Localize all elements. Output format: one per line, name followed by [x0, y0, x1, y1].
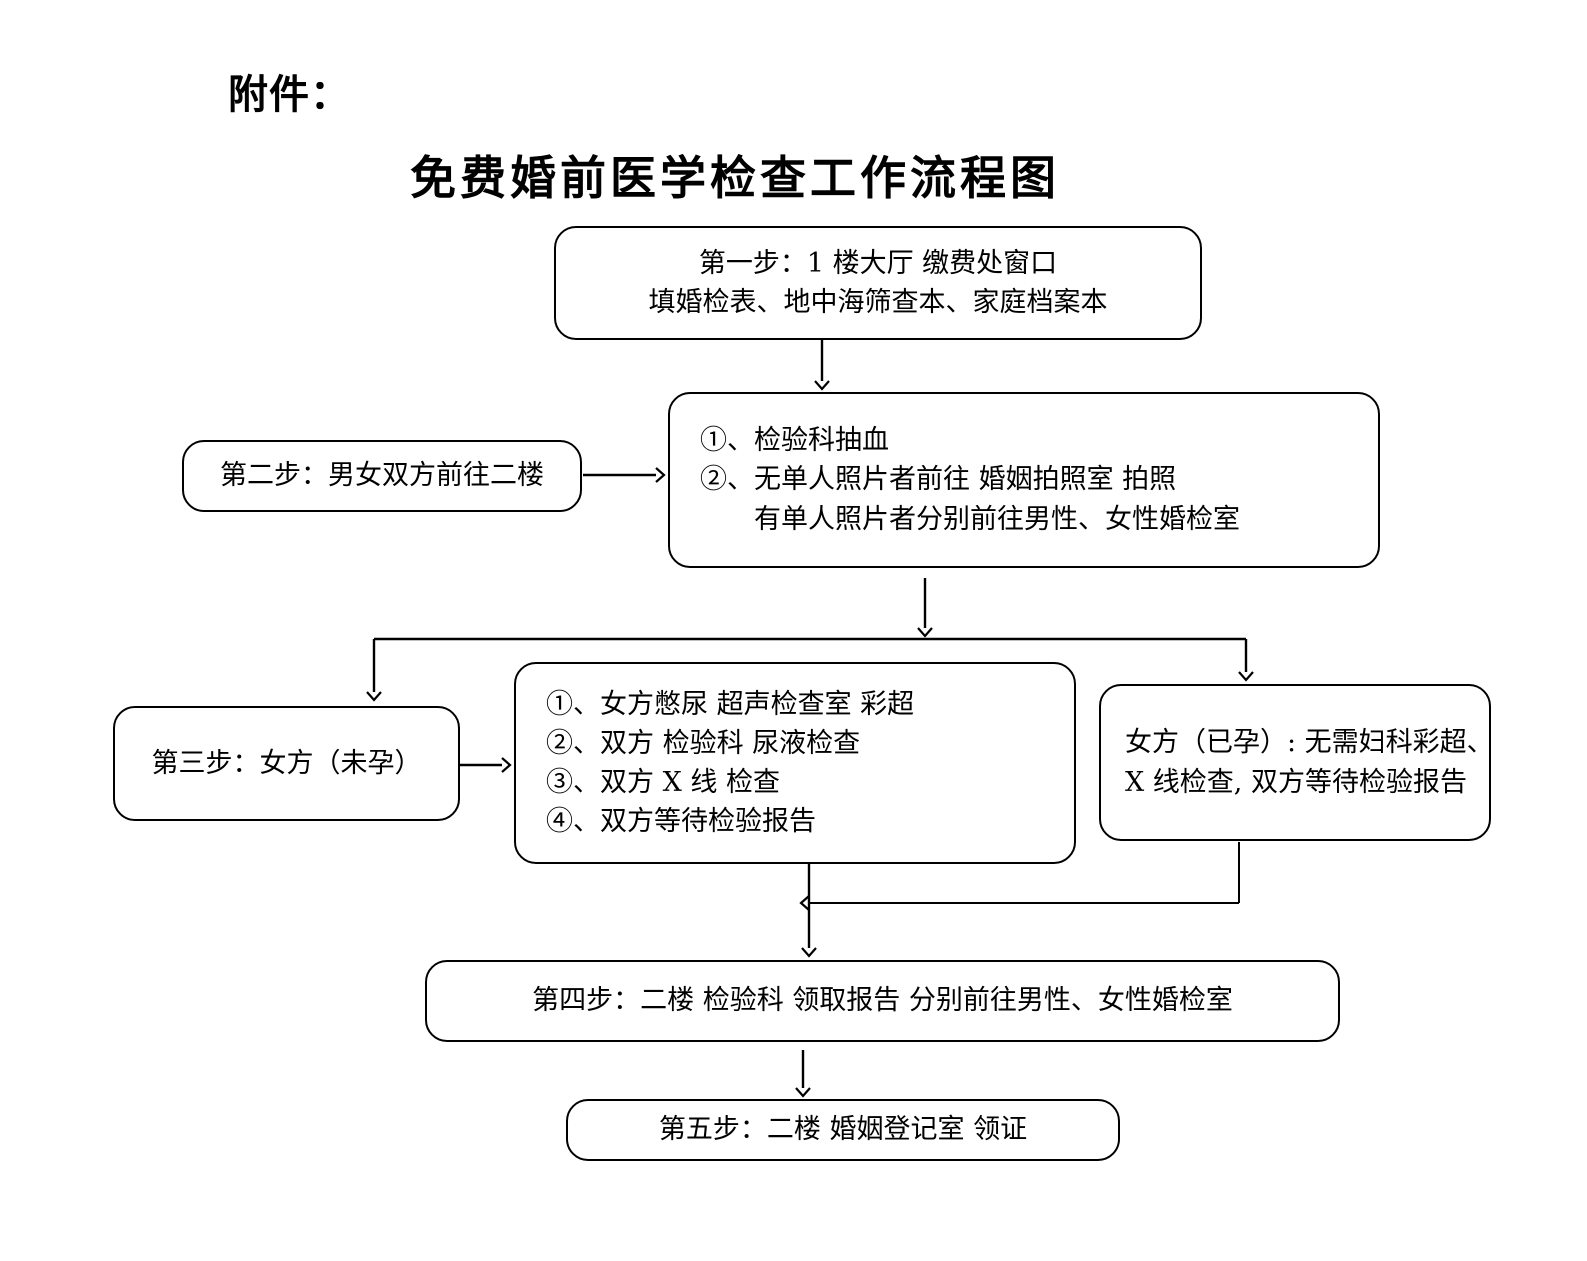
- node-step-3-pregnant-line-1: 女方（已孕）: 无需妇科彩超、: [1125, 727, 1494, 759]
- node-step-3-left: 第三步：女方（未孕）: [113, 706, 460, 821]
- node-step-2-tasks-line-2: ②、无单人照片者前往 婚姻拍照室 拍照: [700, 464, 1177, 496]
- node-step-3-tasks-line-3: ③、双方 X 线 检查: [546, 767, 780, 798]
- node-step-2-tasks-line-3: 有单人照片者分别前往男性、女性婚检室: [754, 503, 1240, 535]
- node-step-2-left-line-1: 第二步：男女双方前往二楼: [220, 460, 544, 492]
- node-step-1-line-2: 填婚检表、地中海筛查本、家庭档案本: [648, 287, 1108, 318]
- attachment-label: 附件：: [228, 72, 351, 118]
- node-step-4-line-1: 第四步：二楼 检验科 领取报告 分别前往男性、女性婚检室: [532, 985, 1233, 1017]
- node-step-3-tasks: ①、女方憋尿 超声检查室 彩超 ②、双方 检验科 尿液检查 ③、双方 X 线 检…: [514, 662, 1076, 864]
- node-step-2-left: 第二步：男女双方前往二楼: [182, 440, 582, 512]
- node-step-3-tasks-line-2: ②、双方 检验科 尿液检查: [546, 727, 861, 759]
- node-step-2-tasks: ①、检验科抽血 ②、无单人照片者前往 婚姻拍照室 拍照 有单人照片者分别前往男性…: [668, 392, 1380, 568]
- node-step-3-pregnant: 女方（已孕）: 无需妇科彩超、 X 线检查, 双方等待检验报告: [1099, 684, 1494, 841]
- node-step-3-left-line-1: 第三步：女方（未孕）: [151, 747, 422, 779]
- page-title: 免费婚前医学检查工作流程图: [410, 151, 1060, 205]
- node-step-1: 第一步：1 楼大厅 缴费处窗口 填婚检表、地中海筛查本、家庭档案本: [554, 226, 1202, 340]
- node-step-4: 第四步：二楼 检验科 领取报告 分别前往男性、女性婚检室: [425, 960, 1340, 1042]
- node-step-2-tasks-line-1: ①、检验科抽血: [700, 425, 889, 457]
- node-step-3-tasks-line-1: ①、女方憋尿 超声检查室 彩超: [546, 688, 915, 720]
- node-step-3-tasks-line-4: ④、双方等待检验报告: [546, 806, 816, 838]
- node-step-1-line-1: 第一步：1 楼大厅 缴费处窗口: [698, 247, 1058, 279]
- node-step-3-pregnant-line-2: X 线检查, 双方等待检验报告: [1125, 766, 1467, 798]
- node-step-5-line-1: 第五步：二楼 婚姻登记室 领证: [658, 1114, 1028, 1146]
- node-step-5: 第五步：二楼 婚姻登记室 领证: [566, 1099, 1120, 1161]
